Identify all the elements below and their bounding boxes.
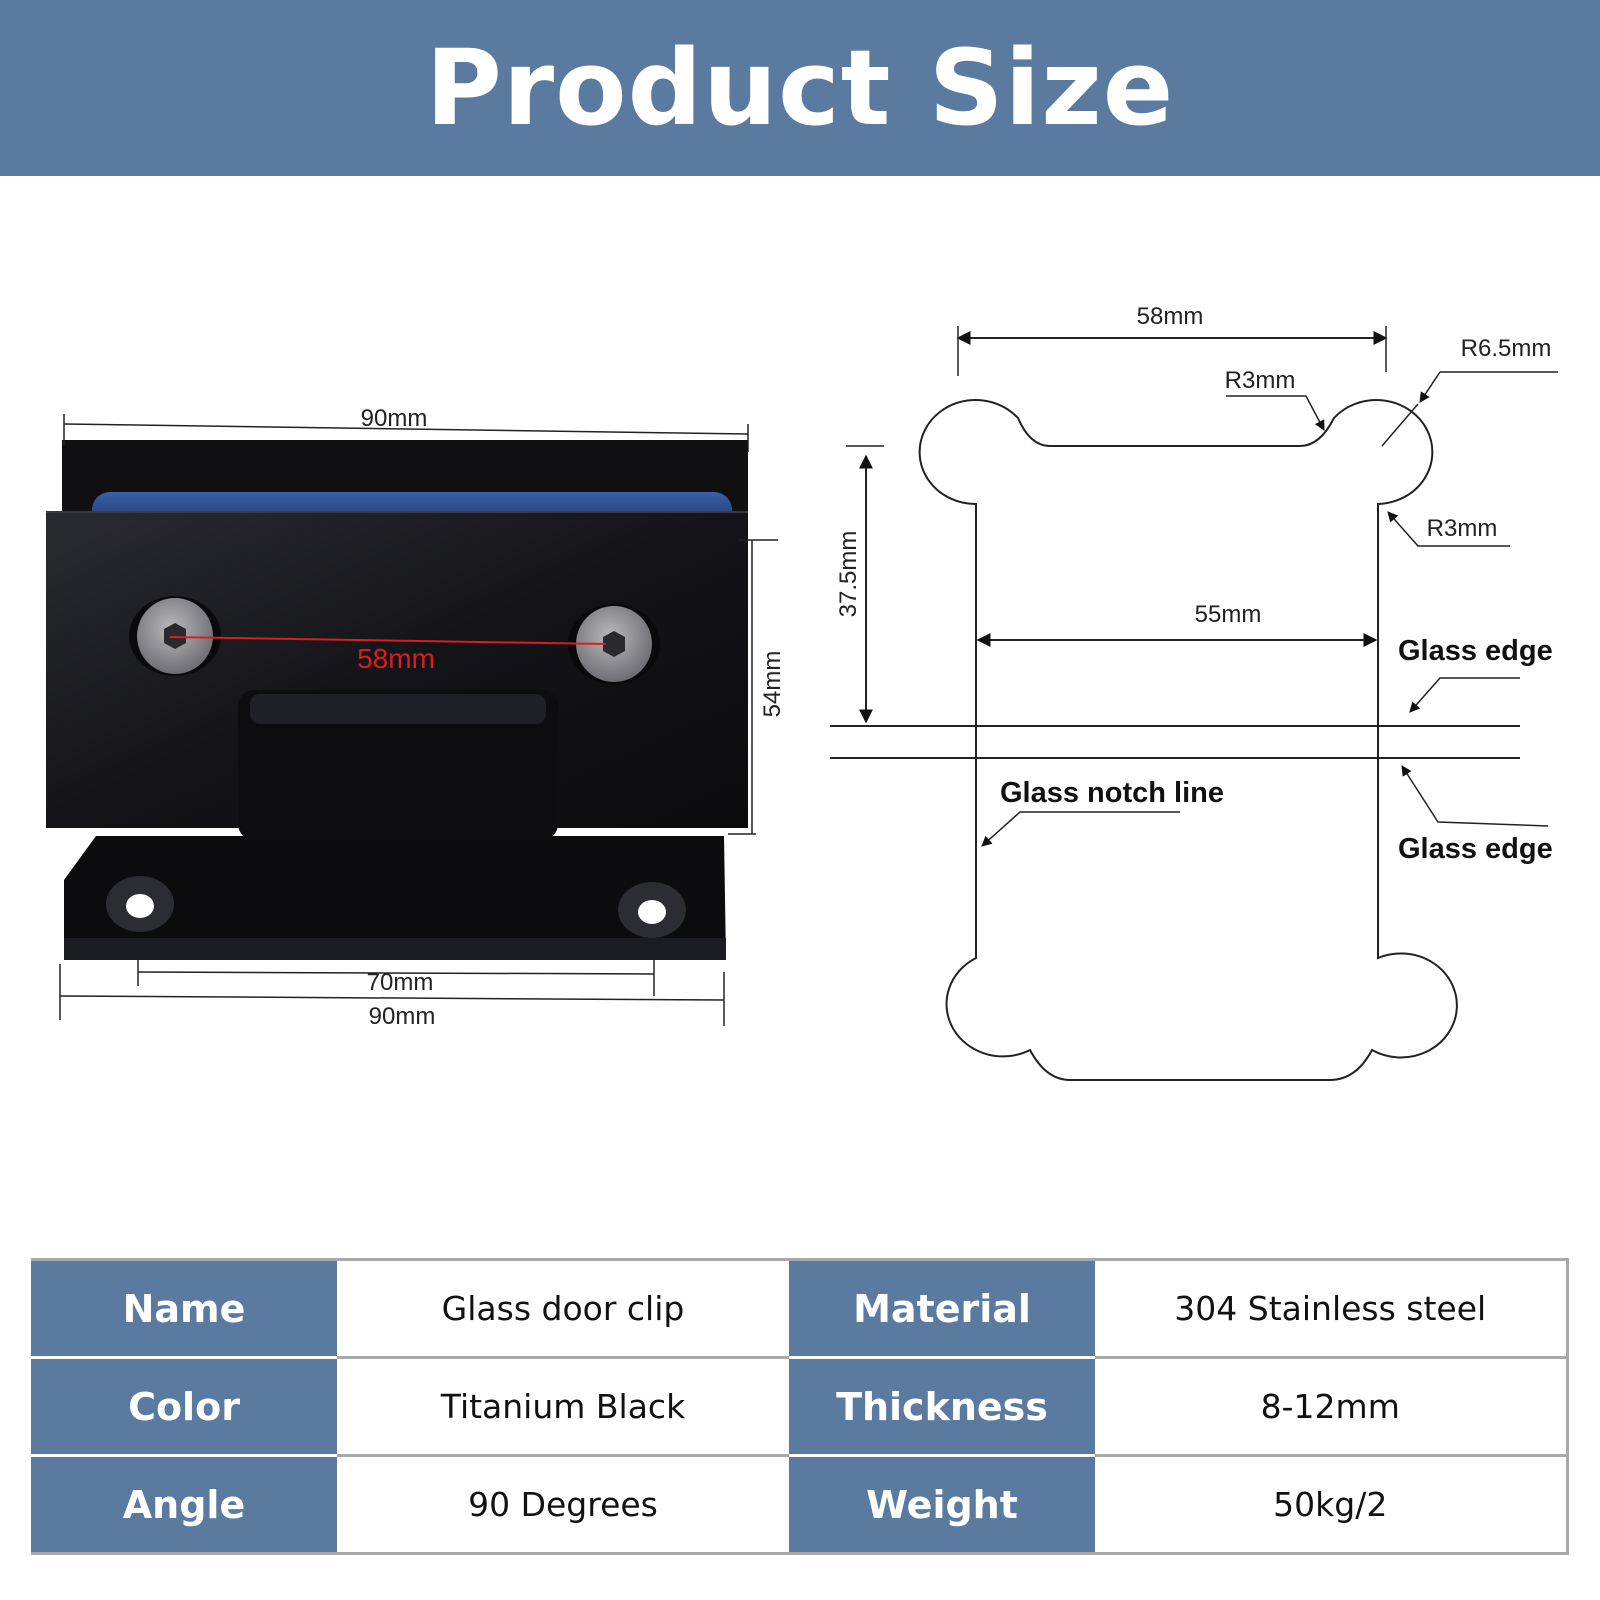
hinge-top-width-label: 90mm <box>361 405 428 432</box>
cutout-inner-radius-side-label: R3mm <box>1427 515 1498 542</box>
hinge-bottom-width-label: 90mm <box>369 1003 436 1030</box>
spec-value-color: Titanium Black <box>337 1357 789 1457</box>
spec-key-material: Material <box>789 1258 1095 1359</box>
spec-key-thickness: Thickness <box>789 1357 1095 1457</box>
cutout-corner-radius-label: R6.5mm <box>1461 335 1552 362</box>
spec-key-color: Color <box>31 1357 337 1457</box>
hole-spacing-line <box>169 636 607 645</box>
glass-edge-top-label: Glass edge <box>1398 635 1553 667</box>
cutout-top-span-label: 58mm <box>1137 303 1204 330</box>
spec-value-name: Glass door clip <box>337 1258 789 1359</box>
spec-value-thickness: 8-12mm <box>1095 1357 1569 1457</box>
base-hole-right <box>618 882 686 938</box>
spec-key-angle: Angle <box>31 1455 337 1555</box>
spec-key-name: Name <box>31 1258 337 1359</box>
glass-notch-line-label: Glass notch line <box>1000 777 1224 809</box>
spec-key-weight: Weight <box>789 1455 1095 1555</box>
spec-row: Angle 90 Degrees Weight 50kg/2 <box>31 1455 1569 1555</box>
glass-cutout-outline <box>918 399 1458 1081</box>
hinge-height-label: 54mm <box>759 651 786 718</box>
hinge-hole-base-label: 70mm <box>367 969 434 996</box>
page-title: Product Size <box>425 27 1175 149</box>
spec-value-angle: 90 Degrees <box>337 1455 789 1555</box>
cutout-inner-radius-top-label: R3mm <box>1225 367 1296 394</box>
spec-row: Color Titanium Black Thickness 8-12mm <box>31 1357 1569 1457</box>
header-banner: Product Size <box>0 0 1600 176</box>
spec-table: Name Glass door clip Material 304 Stainl… <box>31 1258 1569 1555</box>
base-hole-left <box>106 876 174 932</box>
spec-value-material: 304 Stainless steel <box>1095 1258 1569 1359</box>
screw-left <box>129 596 221 676</box>
cutout-labels: 58mm R6.5mm R3mm R3mm 37.5mm 55mm Glass … <box>835 303 1553 865</box>
glass-edge-bottom-label: Glass edge <box>1398 833 1553 865</box>
spec-value-weight: 50kg/2 <box>1095 1455 1569 1555</box>
hinge-illustration: 58mm 90mm 54mm 70mm 90mm <box>46 405 786 1030</box>
cutout-inner-width-label: 55mm <box>1195 601 1262 628</box>
screw-right <box>568 604 660 684</box>
spec-row: Name Glass door clip Material 304 Stainl… <box>31 1258 1569 1359</box>
cutout-depth-label: 37.5mm <box>835 531 862 618</box>
hole-spacing-label: 58mm <box>357 643 435 674</box>
cutout-drawing <box>830 326 1558 1081</box>
